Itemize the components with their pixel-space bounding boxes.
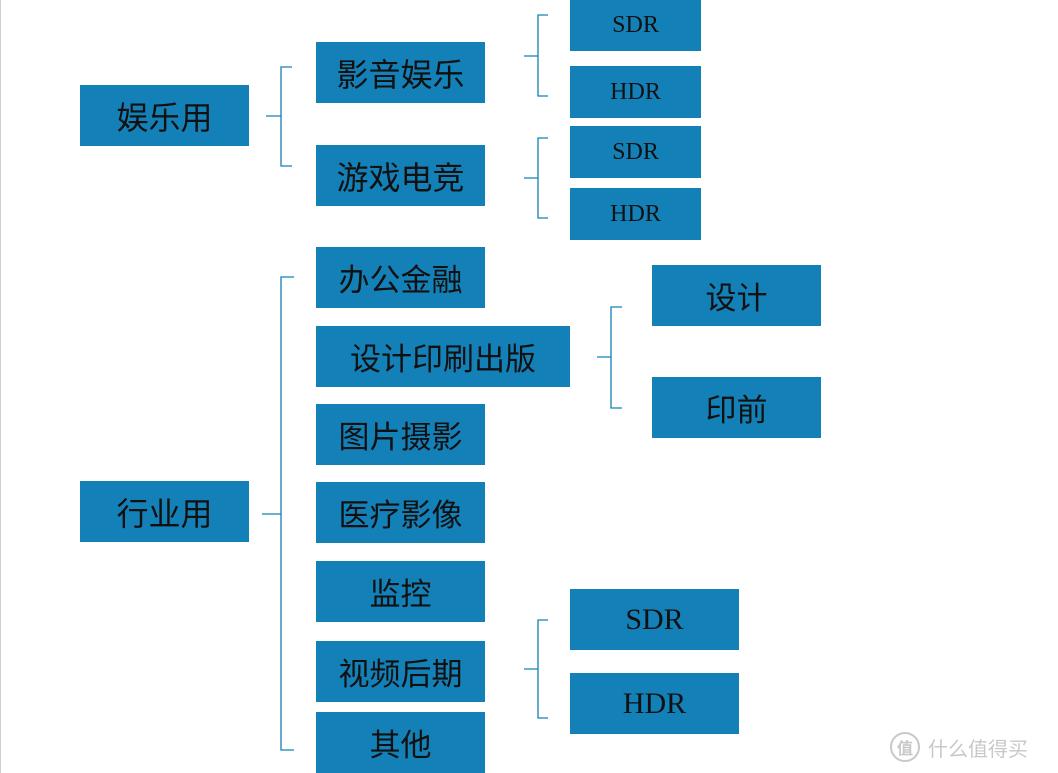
node-video-sdr: SDR — [570, 589, 739, 650]
node-video-hdr: HDR — [570, 673, 739, 734]
node-other: 其他 — [316, 712, 485, 773]
node-design-print: 设计印刷出版 — [316, 326, 570, 387]
node-video-post: 视频后期 — [316, 641, 485, 702]
node-photography: 图片摄影 — [316, 404, 485, 465]
node-office-finance: 办公金融 — [316, 247, 485, 308]
node-prepress: 印前 — [652, 377, 821, 438]
node-gaming: 游戏电竞 — [316, 145, 485, 206]
node-av-entertainment: 影音娱乐 — [316, 42, 485, 103]
node-gaming-hdr: HDR — [570, 188, 701, 240]
bracket-av — [524, 14, 548, 97]
node-medical-imaging: 医疗影像 — [316, 482, 485, 543]
watermark-text: 什么值得买 — [928, 736, 1028, 761]
bracket-industry — [262, 276, 294, 751]
node-av-sdr: SDR — [570, 0, 701, 51]
bracket-video — [524, 619, 548, 719]
node-entertainment: 娱乐用 — [80, 85, 249, 146]
watermark: 值 什么值得买 — [890, 730, 1028, 764]
node-av-hdr: HDR — [570, 66, 701, 118]
node-design: 设计 — [652, 265, 821, 326]
watermark-logo-icon: 值 — [890, 732, 920, 762]
bracket-gaming — [524, 137, 548, 219]
node-surveillance: 监控 — [316, 561, 485, 622]
left-divider — [0, 0, 1, 773]
bracket-design — [597, 306, 622, 409]
node-gaming-sdr: SDR — [570, 126, 701, 178]
node-industry: 行业用 — [80, 481, 249, 542]
bracket-entertainment — [266, 66, 292, 167]
